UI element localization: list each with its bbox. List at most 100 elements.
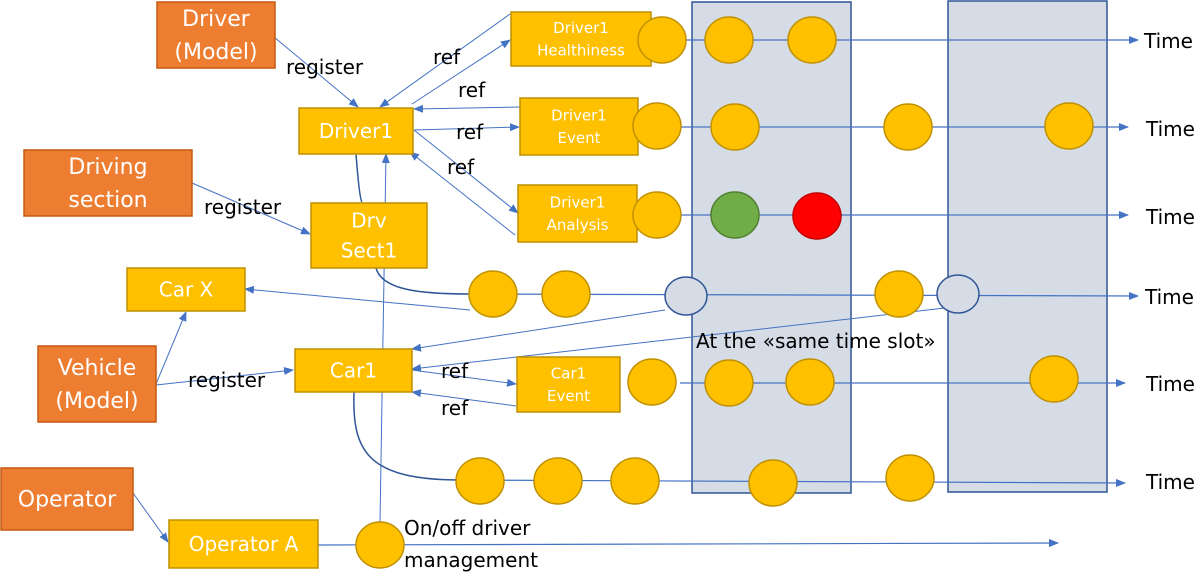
box-label: Driver <box>182 7 251 32</box>
event-yellow <box>710 103 760 151</box>
event-yellow <box>541 270 591 318</box>
curve-driver1-drvsect <box>355 153 363 203</box>
event-yellow <box>468 270 518 318</box>
box-label: Car1 <box>330 359 377 383</box>
box-label: (Model) <box>55 389 138 414</box>
box-label: Car X <box>159 278 214 302</box>
label-ref-3: ref <box>456 120 484 144</box>
label-same-time-slot: At the «same time slot» <box>696 329 936 353</box>
driver-model-box: Driver (Model) <box>156 1 276 69</box>
event-yellow <box>748 459 798 507</box>
box-label: Event <box>547 387 590 405</box>
event-yellow <box>637 16 687 64</box>
box-label: Operator A <box>189 532 299 556</box>
arrow-register-drvsect <box>191 182 311 235</box>
arrow-analysis-driver1 <box>409 151 516 236</box>
box-label: Driving <box>68 155 147 180</box>
label-onoff-2: management <box>404 548 538 572</box>
event-yellow <box>610 457 660 505</box>
box-label: Car1 <box>551 365 586 383</box>
box-label: Vehicle <box>58 356 137 381</box>
label-register-drvsect: register <box>204 195 282 219</box>
carx-box: Car X <box>126 267 246 312</box>
arrow-event-driver1 <box>413 104 521 113</box>
arrow-car1-car1event <box>411 369 517 387</box>
operator-box: Operator <box>0 467 134 531</box>
arrow-driver1-health-2 <box>411 39 511 105</box>
box-label: section <box>68 188 147 213</box>
time-label-1: Time <box>1143 29 1193 53</box>
event-yellow <box>355 521 405 569</box>
arrow-sync2-car1 <box>411 307 946 372</box>
vehicle-model-box: Vehicle (Model) <box>37 345 157 423</box>
box-shape <box>510 11 652 67</box>
box-label: Driver1 <box>553 19 609 37</box>
label-register-driver: register <box>286 55 364 79</box>
box-label: Operator <box>18 488 117 513</box>
timeline-operator <box>317 539 1059 548</box>
event-yellow <box>874 270 924 318</box>
label-ref-2: ref <box>458 78 486 102</box>
event-yellow <box>785 358 835 406</box>
event-yellow <box>632 191 682 239</box>
box-label: Healthiness <box>537 42 625 60</box>
curve-drvsect-timeline <box>375 267 471 295</box>
event-yellow <box>533 457 583 505</box>
box-shape <box>298 107 414 155</box>
event-yellow <box>1044 102 1094 150</box>
time-label-5: Time <box>1145 372 1195 396</box>
arrow-driver1-analysis <box>413 129 519 214</box>
arrow-driver1-health-1 <box>379 13 511 108</box>
time-label-2: Time <box>1145 117 1195 141</box>
event-yellow <box>883 103 933 151</box>
car1-box: Car1 <box>294 348 413 393</box>
label-ref-4: ref <box>447 155 475 179</box>
label-ref-1: ref <box>433 45 461 69</box>
box-label: Drv <box>351 209 387 233</box>
event-green <box>710 191 760 239</box>
time-slot-panel-1 <box>691 1 852 494</box>
time-slot-panel-2 <box>947 0 1108 493</box>
label-ref-5: ref <box>441 359 469 383</box>
event-yellow <box>787 16 837 64</box>
event-yellow <box>885 454 935 502</box>
box-shape <box>294 348 413 393</box>
arrow-register-driver <box>273 36 359 108</box>
arrow-driver1-event <box>413 123 520 132</box>
driving-section-box: Driving section <box>23 149 193 217</box>
box-label: Event <box>558 129 601 147</box>
box-shape <box>126 267 246 312</box>
box-shape <box>156 1 276 69</box>
arrow-register-car1 <box>155 367 294 386</box>
time-label-4: Time <box>1144 285 1194 309</box>
driver1-box: Driver1 <box>298 107 414 155</box>
operatora-box: Operator A <box>168 519 319 569</box>
event-yellow <box>632 102 682 150</box>
label-register-car1: register <box>188 368 266 392</box>
box-label: Sect1 <box>341 239 398 263</box>
time-label-6: Time <box>1145 470 1195 494</box>
box-label: (Model) <box>174 40 257 65</box>
box-label: Analysis <box>547 216 609 234</box>
label-ref-6: ref <box>441 396 469 420</box>
event-yellow <box>704 359 754 407</box>
box-shape <box>516 356 621 413</box>
arrow-car1event-car1 <box>411 389 517 407</box>
arrow-vehicle-carx <box>155 311 187 385</box>
box-label: Driver1 <box>319 119 393 143</box>
event-yellow <box>704 16 754 64</box>
box-shape <box>519 97 639 156</box>
event-yellow <box>627 358 677 406</box>
event-red <box>792 192 842 240</box>
label-onoff-1: On/off driver <box>404 516 531 540</box>
box-shape <box>23 149 193 217</box>
curve-car1-timeline <box>353 391 461 481</box>
box-label: Driver1 <box>550 194 606 212</box>
box-shape <box>310 202 428 269</box>
box-shape <box>0 467 134 531</box>
